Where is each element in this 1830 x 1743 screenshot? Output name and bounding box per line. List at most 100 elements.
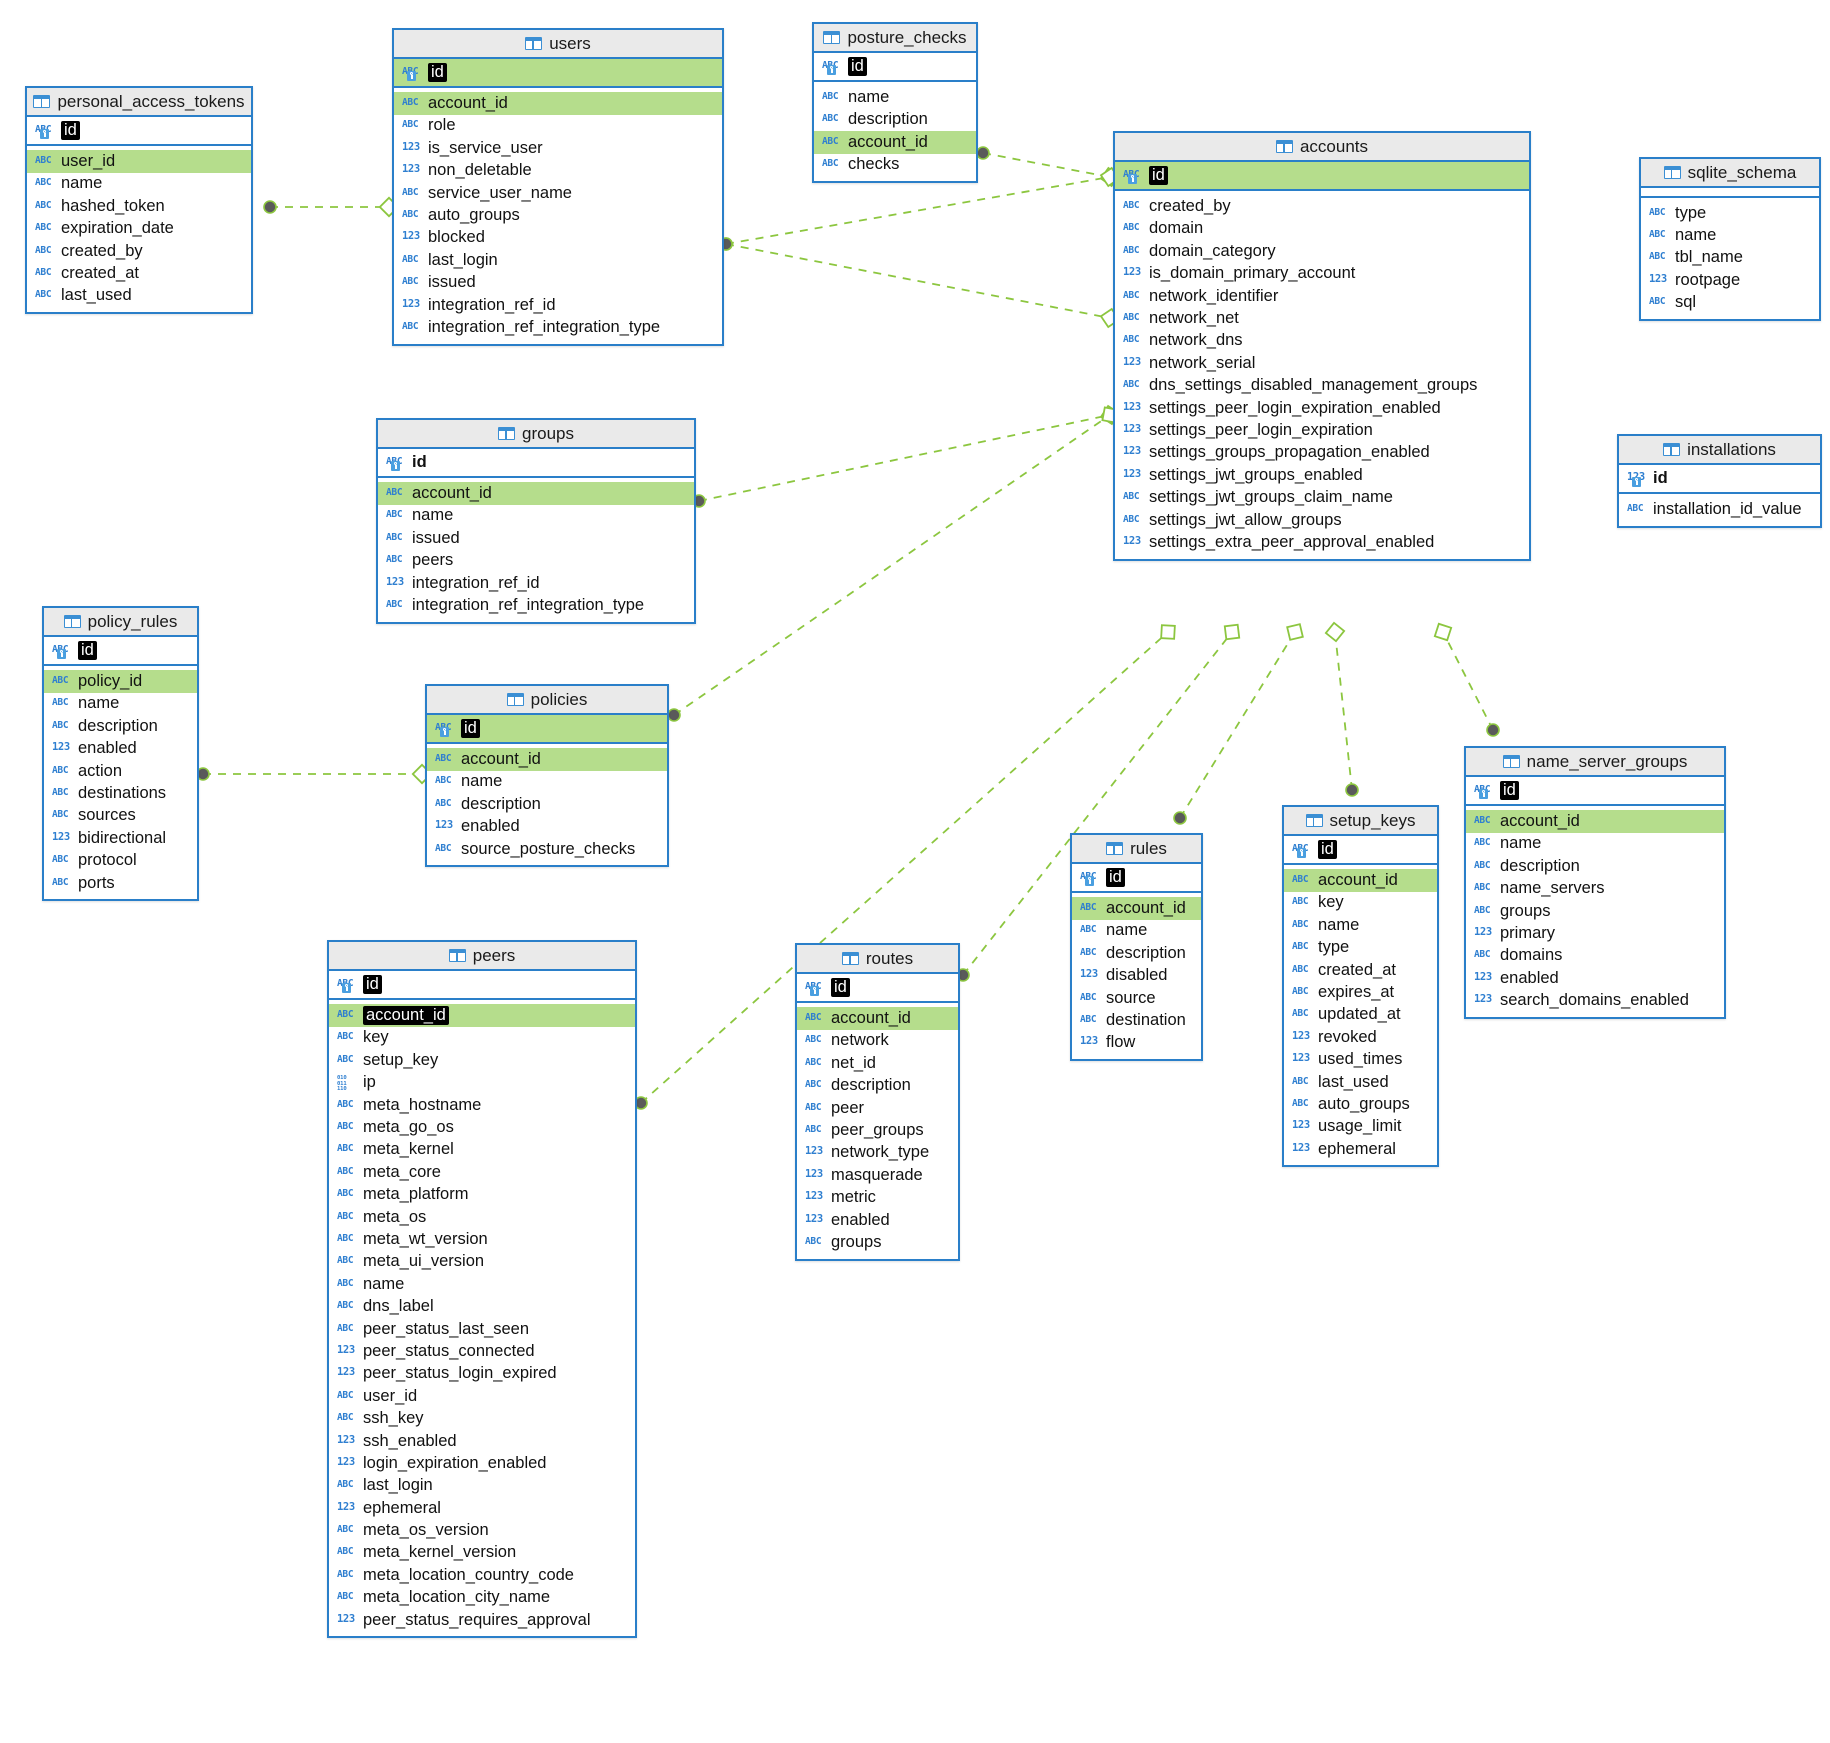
- entity-personal_access_tokens[interactable]: personal_access_tokensABCidABCuser_idABC…: [25, 86, 253, 315]
- entity-header[interactable]: name_server_groups: [1466, 748, 1724, 777]
- entity-header[interactable]: groups: [378, 420, 694, 449]
- primary-key-row[interactable]: ABCid: [44, 639, 197, 661]
- entity-rules[interactable]: rulesABCidABCaccount_idABCnameABCdescrip…: [1070, 833, 1203, 1062]
- entity-header[interactable]: setup_keys: [1284, 807, 1437, 836]
- entity-setup_keys[interactable]: setup_keysABCidABCaccount_idABCkeyABCnam…: [1282, 805, 1439, 1168]
- entity-groups[interactable]: groupsABCidABCaccount_idABCnameABCissued…: [376, 418, 696, 624]
- entity-name_server_groups[interactable]: name_server_groupsABCidABCaccount_idABCn…: [1464, 746, 1726, 1019]
- entity-header[interactable]: rules: [1072, 835, 1201, 864]
- entity-policy_rules[interactable]: policy_rulesABCidABCpolicy_idABCnameABCd…: [42, 606, 199, 902]
- entity-posture_checks[interactable]: posture_checksABCidABCnameABCdescription…: [812, 22, 978, 183]
- primary-key-row[interactable]: ABCid: [394, 61, 722, 83]
- entity-header[interactable]: policy_rules: [44, 608, 197, 637]
- primary-key-row[interactable]: 123id: [1619, 467, 1820, 489]
- primary-key-row[interactable]: ABCid: [814, 55, 976, 77]
- primary-key-row[interactable]: ABCid: [1115, 164, 1529, 186]
- primary-key-row[interactable]: ABCid: [329, 973, 635, 995]
- primary-key-row[interactable]: ABCid: [1466, 779, 1724, 801]
- entity-header[interactable]: installations: [1619, 436, 1820, 465]
- primary-key-row[interactable]: ABCid: [1284, 838, 1437, 860]
- entity-routes[interactable]: routesABCidABCaccount_idABCnetworkABCnet…: [795, 943, 960, 1261]
- entity-policies[interactable]: policiesABCidABCaccount_idABCnameABCdesc…: [425, 684, 669, 868]
- primary-key-row[interactable]: ABCid: [797, 976, 958, 998]
- entity-header[interactable]: personal_access_tokens: [27, 88, 251, 117]
- primary-key-row[interactable]: ABCid: [1072, 866, 1201, 888]
